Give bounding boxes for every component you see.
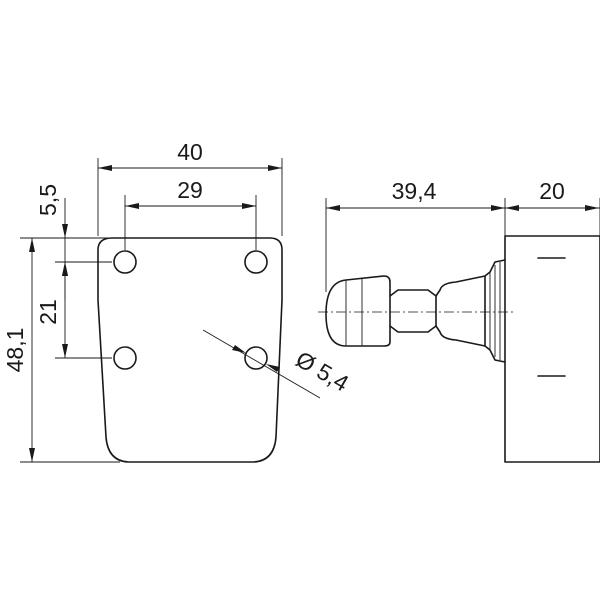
mounting-hole (244, 250, 268, 274)
front-view: 40 29 5,5 21 48,1 (2, 139, 354, 463)
dimension-hole-spacing-horizontal: 29 (125, 177, 256, 209)
switch-body (504, 235, 600, 463)
threaded-bush (484, 259, 506, 363)
knob-collar (435, 275, 486, 347)
knob-length-label: 39,4 (392, 178, 437, 204)
hole-spacing-horizontal-label: 29 (177, 177, 203, 203)
top-offset-label: 5,5 (35, 184, 61, 216)
side-view: 39,4 20 (318, 178, 600, 463)
dimension-plate-width: 40 (98, 139, 282, 171)
dimension-body-depth: 20 (505, 178, 600, 211)
extension-lines-front (20, 158, 283, 463)
mounting-holes (113, 250, 268, 370)
dimension-plate-height: 48,1 (2, 238, 35, 462)
mounting-plate-outline (97, 237, 283, 463)
dimension-top-offset: 5,5 (35, 184, 68, 300)
plate-height-label: 48,1 (2, 328, 28, 373)
mounting-hole (113, 346, 137, 370)
hole-spacing-vertical-label: 21 (35, 299, 61, 325)
dimension-hole-spacing-vertical: 21 (35, 262, 68, 358)
knob-cap (325, 275, 391, 347)
hole-diameter-label: Ø 5,4 (292, 346, 354, 397)
knob-shaft (389, 289, 437, 333)
mounting-hole (113, 250, 137, 274)
dimension-knob-length: 39,4 (326, 178, 505, 211)
body-depth-label: 20 (539, 178, 565, 204)
plate-width-label: 40 (177, 139, 203, 165)
mounting-hole (244, 346, 268, 370)
